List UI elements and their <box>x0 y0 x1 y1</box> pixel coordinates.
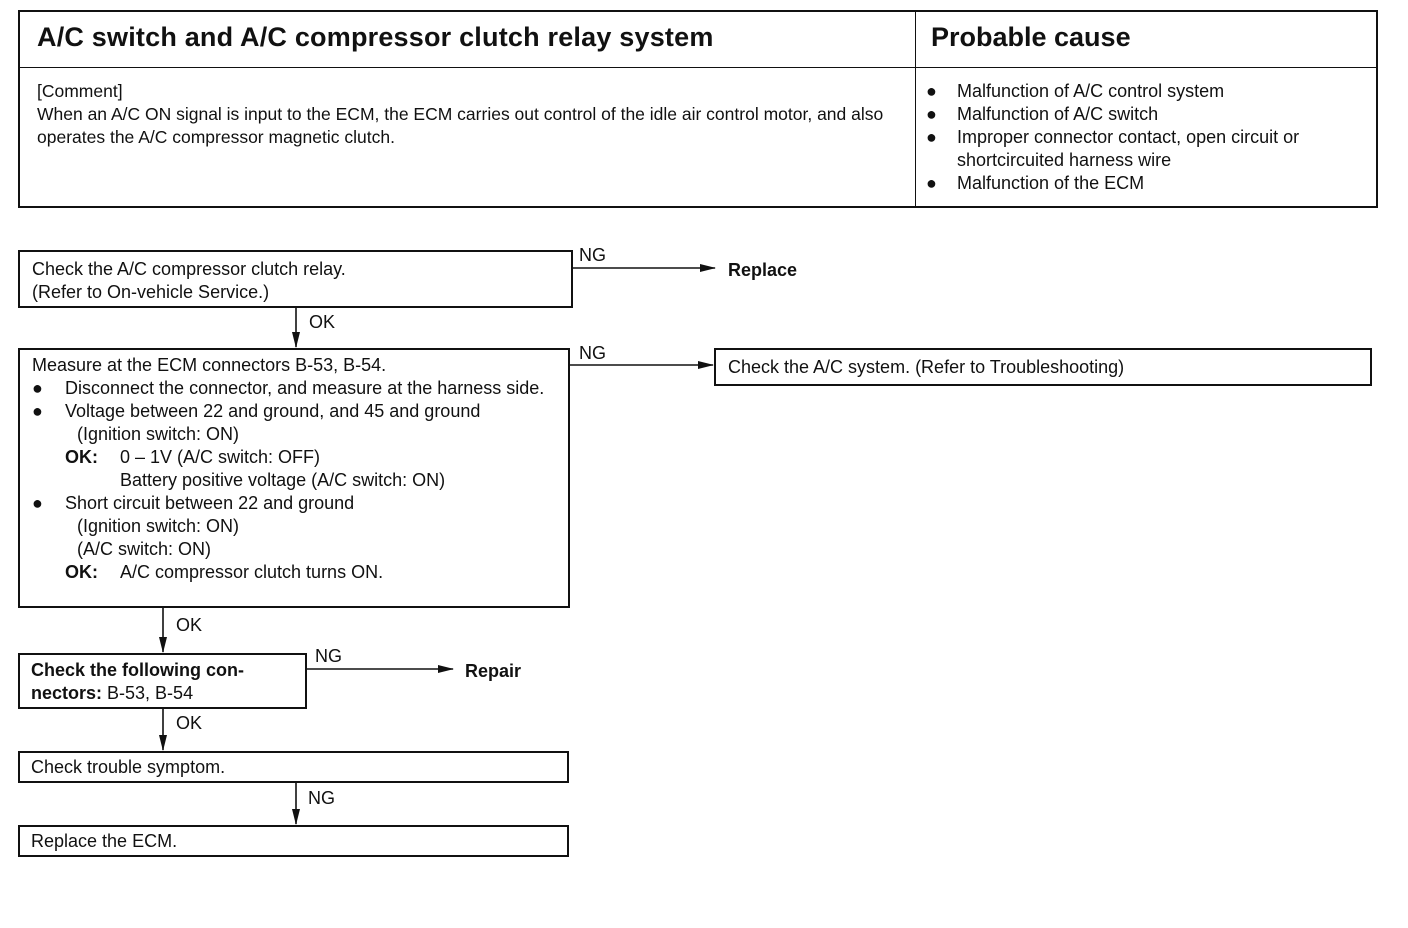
step-check-connectors: Check the following con- nectors: B-53, … <box>18 653 307 709</box>
ok-label: OK <box>309 312 336 332</box>
measure-item: ● Short circuit between 22 and ground (I… <box>32 493 384 582</box>
comment-block: [Comment] When an A/C ON signal is input… <box>37 80 897 149</box>
header-table: A/C switch and A/C compressor clutch rel… <box>18 10 1378 208</box>
cause-item: ●Improper connector contact, open circui… <box>926 127 1300 170</box>
ok-label: OK <box>176 615 203 635</box>
probable-cause-list: ●Malfunction of A/C control system ●Malf… <box>925 80 1375 195</box>
step-check-relay: Check the A/C compressor clutch relay. (… <box>18 250 573 308</box>
ng-label: NG <box>315 646 342 666</box>
step-check-ac-system: Check the A/C system. (Refer to Troubles… <box>714 348 1372 386</box>
step-measure-ecm: Measure at the ECM connectors B-53, B-54… <box>18 348 570 608</box>
bullet-icon: ● <box>32 493 43 513</box>
ok-label: OK: <box>65 447 98 467</box>
step-check-symptom: Check trouble symptom. <box>18 751 569 783</box>
bullet-icon: ● <box>32 378 43 398</box>
measure-item: ● Voltage between 22 and ground, and 45 … <box>32 401 481 490</box>
repair-action: Repair <box>465 661 522 681</box>
step-text: Check the A/C compressor clutch relay. <box>32 259 346 279</box>
bullet-icon: ● <box>926 127 937 147</box>
bullet-icon: ● <box>926 173 937 193</box>
system-title: A/C switch and A/C compressor clutch rel… <box>37 22 714 52</box>
row-divider <box>20 67 1376 68</box>
step-text: (Refer to On-vehicle Service.) <box>32 282 270 302</box>
bullet-icon: ● <box>926 81 937 101</box>
cause-item: ●Malfunction of the ECM <box>926 173 1145 193</box>
comment-label: [Comment] <box>37 81 123 101</box>
probable-cause-title: Probable cause <box>931 22 1131 52</box>
bullet-icon: ● <box>32 401 43 421</box>
bullet-icon: ● <box>926 104 937 124</box>
ng-label: NG <box>308 788 335 808</box>
ng-label: NG <box>579 343 606 363</box>
ok-label: OK: <box>65 562 98 582</box>
step-heading: Measure at the ECM connectors B-53, B-54… <box>32 355 387 375</box>
measure-list: ● Disconnect the connector, and measure … <box>32 377 556 584</box>
replace-action: Replace <box>728 260 798 280</box>
measure-item: ● Disconnect the connector, and measure … <box>32 378 545 398</box>
ok-label: OK <box>176 713 203 733</box>
step-replace-ecm: Replace the ECM. <box>18 825 569 857</box>
column-divider <box>915 12 916 206</box>
ng-label: NG <box>579 245 606 265</box>
cause-item: ●Malfunction of A/C switch <box>926 104 1159 124</box>
cause-item: ●Malfunction of A/C control system <box>926 81 1225 101</box>
comment-text: When an A/C ON signal is input to the EC… <box>37 104 884 147</box>
